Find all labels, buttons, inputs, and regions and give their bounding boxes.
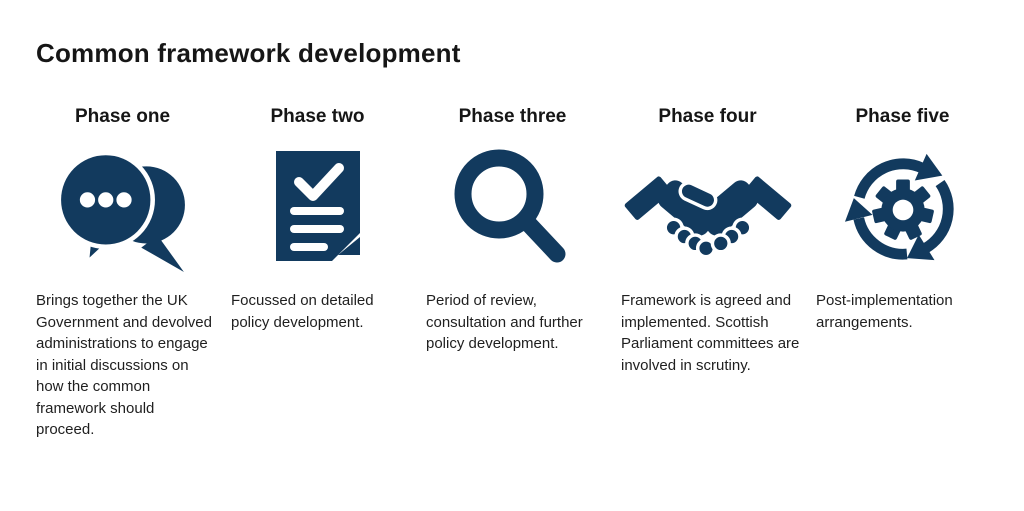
phase-columns: Phase one Brings together the UK Governm…	[36, 106, 989, 441]
phase-three-column: Phase three Period of review, consultati…	[426, 106, 599, 441]
phase-four-icon-box	[621, 138, 794, 280]
checklist-document-icon	[275, 151, 360, 261]
phase-three-icon-box	[426, 138, 599, 280]
phase-two-icon-box	[231, 138, 404, 280]
handshake-icon	[623, 171, 792, 259]
phase-five-icon-box	[816, 138, 989, 280]
phase-four-column: Phase four Framework is agre	[621, 106, 799, 441]
page-title: Common framework development	[36, 38, 461, 68]
phase-four-heading: Phase four	[658, 106, 757, 127]
phase-five-description: Post-implementation arrangements.	[816, 292, 953, 331]
phase-one-column: Phase one Brings together the UK Governm…	[36, 106, 212, 441]
chat-bubbles-icon	[56, 150, 185, 272]
phase-five-column: Phase five	[816, 106, 989, 441]
cycle-gear-icon	[844, 153, 954, 261]
phase-five-heading: Phase five	[855, 106, 950, 127]
phase-one-icon-box	[36, 138, 209, 280]
phase-one-description: Brings together the UK Government and de…	[36, 292, 212, 438]
magnifying-glass-icon	[454, 149, 565, 263]
phase-two-heading: Phase two	[270, 106, 365, 127]
phase-one-heading: Phase one	[74, 106, 171, 127]
phase-two-description: Focussed on detailed policy development.	[231, 292, 374, 331]
phase-two-column: Phase two Focussed on detailed policy de…	[231, 106, 404, 441]
phase-three-heading: Phase three	[458, 106, 567, 127]
phase-four-description: Framework is agreed and implemented. Sco…	[621, 292, 800, 374]
phase-three-description: Period of review, consultation and furth…	[426, 292, 583, 352]
